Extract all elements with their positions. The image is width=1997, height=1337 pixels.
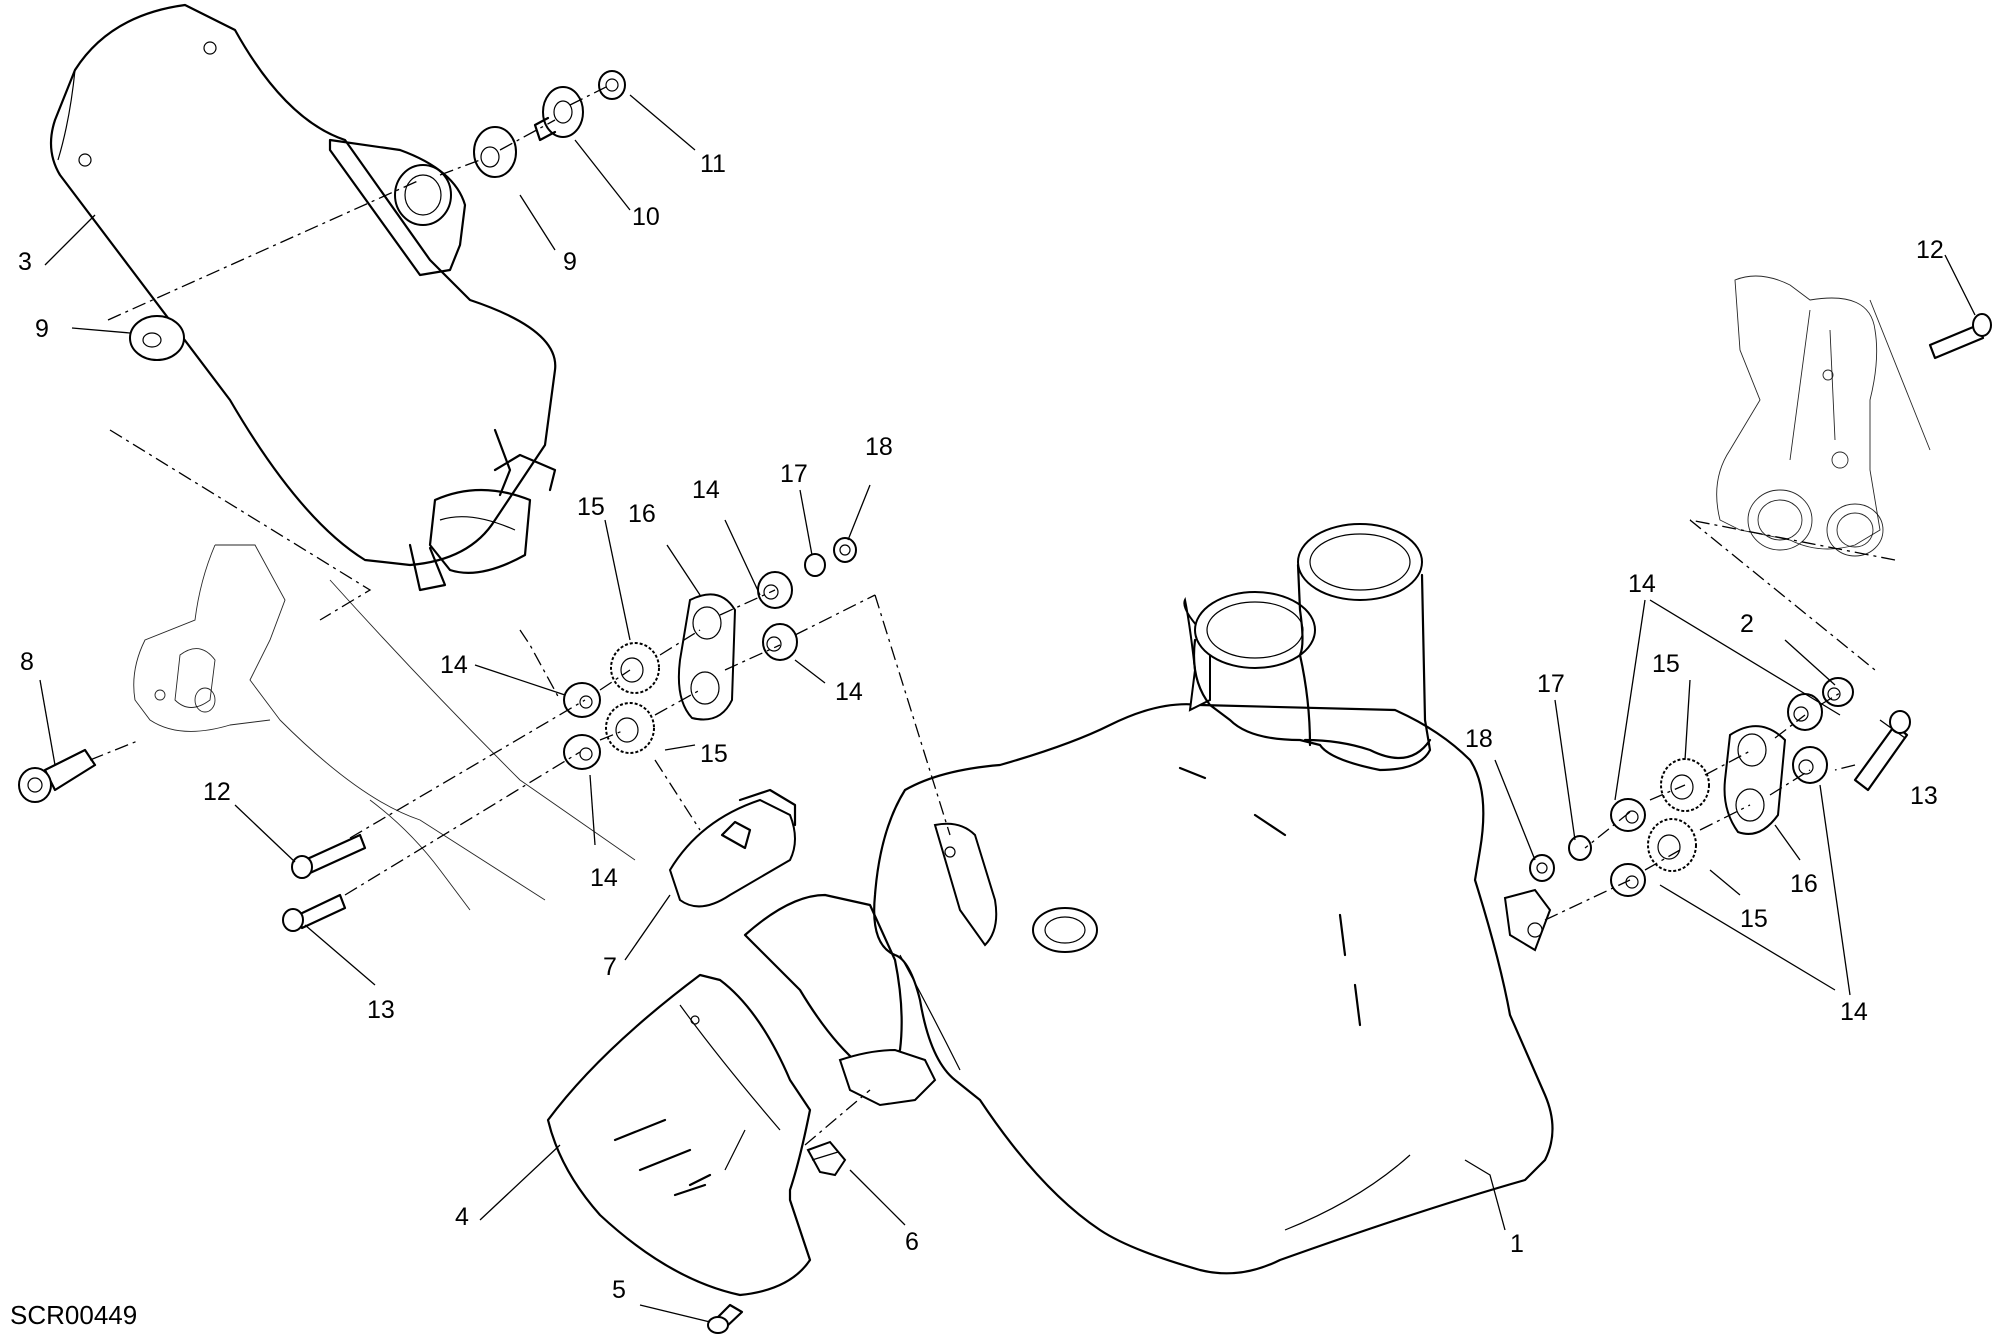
washer-part-14-left-d	[762, 623, 798, 661]
callout-13-left: 13	[367, 996, 395, 1024]
callout-14-right-a: 14	[1628, 570, 1656, 598]
callout-9-front: 9	[563, 248, 577, 276]
callout-14-left-a: 14	[440, 651, 468, 679]
callout-2: 2	[1740, 610, 1754, 638]
frame-bracket-left	[133, 544, 636, 911]
frame-plate-right	[1716, 275, 1931, 557]
callout-9-rear: 9	[35, 315, 49, 343]
callout-6: 6	[905, 1228, 919, 1256]
callout-18-left: 18	[865, 433, 893, 461]
mount-bracket-part-16-right	[1723, 725, 1787, 835]
clamp-part-7	[668, 788, 797, 908]
callout-14-left-d: 14	[692, 476, 720, 504]
callout-15-left-a: 15	[577, 493, 605, 521]
washer-part-9-front	[473, 126, 517, 178]
washer-part-14-right-a	[1787, 693, 1823, 731]
callout-14-right-b: 14	[1840, 998, 1868, 1026]
callout-7: 7	[603, 953, 617, 981]
callout-10: 10	[632, 203, 660, 231]
callout-15-left-b: 15	[700, 740, 728, 768]
assembly-lines	[89, 84, 1896, 1146]
washer-part-17-left	[804, 553, 826, 577]
callout-18-right: 18	[1465, 725, 1493, 753]
callout-labels: 1 2 3 4 5 6 7 8 9 9 10 11 12 12 13 13 14…	[18, 150, 1944, 1304]
heat-shield-part-4	[546, 973, 812, 1297]
washer-part-14-left-b	[563, 734, 601, 770]
muffler-part-1	[743, 523, 1554, 1275]
damper-part-15-left-b	[605, 702, 655, 754]
callout-4: 4	[455, 1203, 469, 1231]
callout-16-right: 16	[1790, 870, 1818, 898]
callout-14-left-c: 14	[590, 864, 618, 892]
callout-13-right: 13	[1910, 782, 1938, 810]
washer-part-2-right	[1822, 677, 1854, 707]
callout-8: 8	[20, 648, 34, 676]
bolt-part-8	[18, 748, 97, 803]
nut-part-18-right	[1529, 854, 1555, 882]
callout-15-right-b: 15	[1740, 905, 1768, 933]
nut-part-11	[598, 70, 626, 100]
callout-5: 5	[612, 1276, 626, 1304]
screw-part-5	[707, 1303, 744, 1334]
washer-part-17-right	[1568, 835, 1592, 861]
callout-17-left: 17	[780, 460, 808, 488]
callout-12-left: 12	[203, 778, 231, 806]
callout-14-left-b: 14	[835, 678, 863, 706]
callout-1: 1	[1510, 1230, 1524, 1258]
spacer-part-10	[533, 86, 584, 142]
callout-12-right: 12	[1916, 236, 1944, 264]
washer-part-14-right-c	[1610, 798, 1646, 832]
washer-part-14-right-d	[1610, 863, 1646, 897]
bolt-part-13-left	[282, 893, 347, 932]
bolt-part-12-left	[291, 833, 367, 879]
drawing-code: SCR00449	[10, 1300, 137, 1330]
callout-15-right-a: 15	[1652, 650, 1680, 678]
washer-part-14-right-b	[1792, 746, 1828, 784]
bolt-part-12-right	[1928, 313, 1992, 360]
washer-part-14-left-a	[563, 682, 601, 718]
damper-part-15-right-b	[1647, 818, 1697, 872]
damper-part-15-left-a	[610, 642, 660, 694]
washer-part-9-rear	[129, 315, 185, 361]
clip-part-6	[806, 1140, 847, 1177]
callout-3: 3	[18, 248, 32, 276]
silencer-part-3	[49, 3, 557, 592]
callout-17-right: 17	[1537, 670, 1565, 698]
mount-bracket-part-16-left	[677, 593, 737, 721]
callout-16-left: 16	[628, 500, 656, 528]
nut-part-18-left	[833, 537, 857, 563]
leader-lines	[39, 94, 1976, 1323]
bolt-part-13-right	[1853, 710, 1911, 792]
callout-11: 11	[700, 150, 726, 178]
